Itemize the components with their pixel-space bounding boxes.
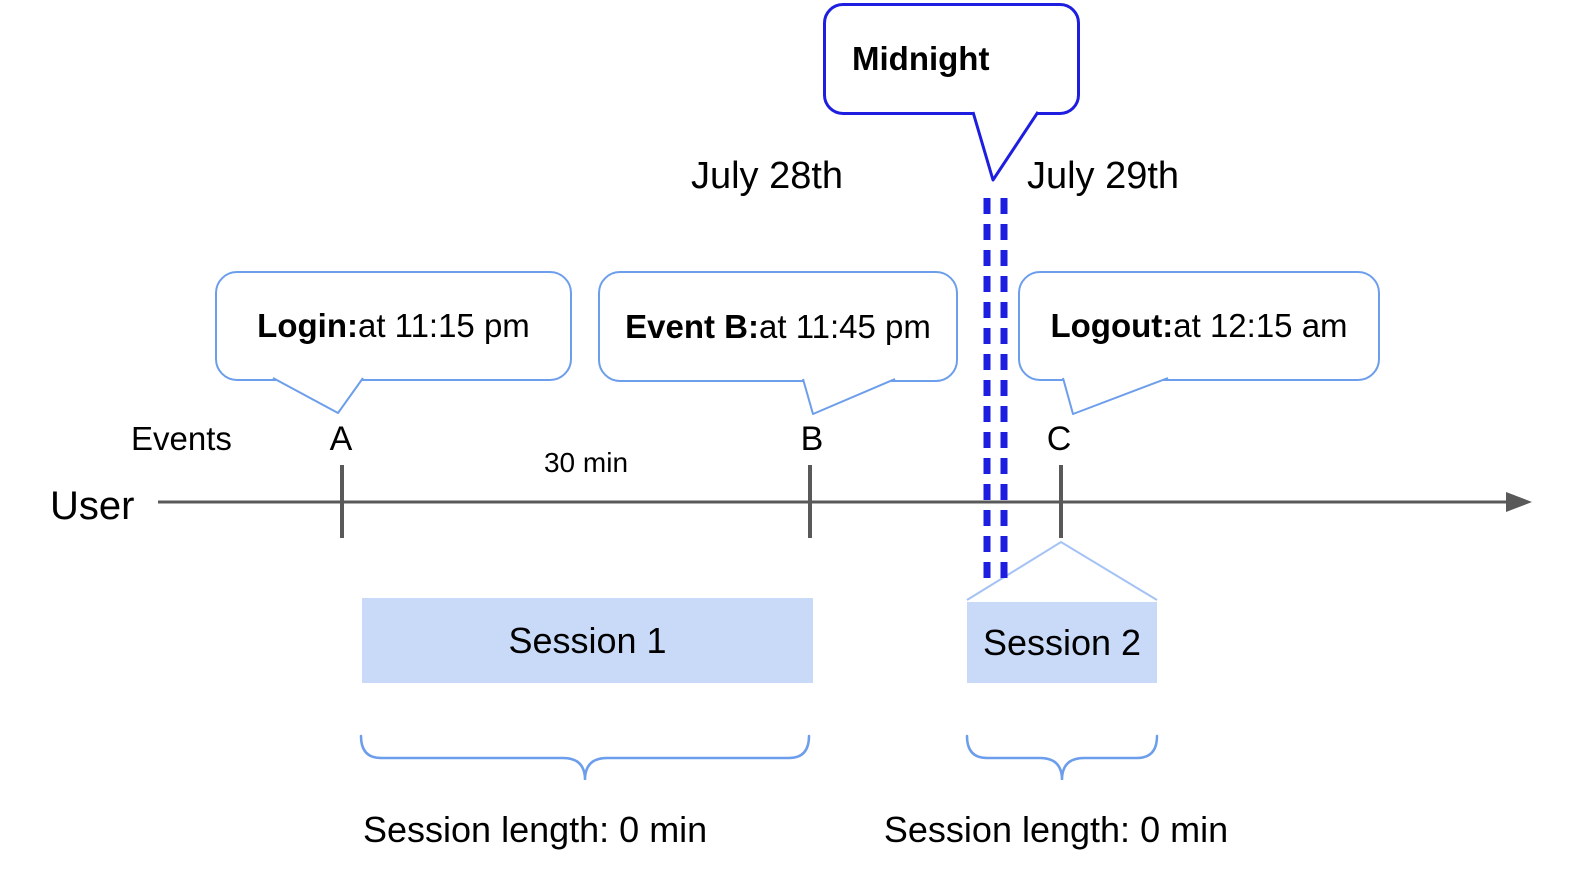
session-2-label: Session 2 — [982, 621, 1142, 663]
logout-callout-tail — [1062, 377, 1169, 415]
midnight-callout-text: Midnight — [852, 40, 990, 77]
session-2-box: Session 2 — [967, 602, 1157, 683]
session-1-length-label: Session length: 0 min — [363, 809, 708, 850]
login-callout-text: at 11:15 pm — [357, 307, 530, 344]
logout-callout-label: Logout: — [1050, 307, 1174, 344]
interval-30min-label: 30 min — [543, 447, 629, 478]
login-callout-tail — [272, 377, 364, 414]
events-row-label: Events — [131, 420, 232, 457]
session-1-brace — [359, 734, 811, 781]
event-label-a: A — [329, 420, 353, 458]
session-1-box: Session 1 — [362, 598, 813, 683]
logout-callout-bubble: Logout: at 12:15 am — [1018, 271, 1380, 381]
event-b-callout-text: at 11:45 pm — [759, 307, 931, 345]
session-2-length-label: Session length: 0 min — [883, 809, 1229, 850]
logout-callout-text: at 12:15 am — [1173, 307, 1348, 344]
login-callout-label: Login: — [257, 307, 358, 344]
timeline-arrowhead-icon — [1506, 492, 1532, 512]
event-b-callout-bubble: Event B: at 11:45 pm — [598, 271, 958, 382]
session-2-brace — [965, 734, 1159, 781]
date-label-july-28: July 28th — [690, 155, 844, 197]
event-label-b: B — [800, 420, 824, 458]
event-label-c: C — [1046, 420, 1072, 458]
midnight-callout-bubble: Midnight — [823, 3, 1080, 115]
event-b-callout-tail — [802, 378, 896, 415]
event-b-callout-label: Event B: — [625, 307, 759, 345]
login-callout-bubble: Login: at 11:15 pm — [215, 271, 572, 381]
session-1-label: Session 1 — [508, 619, 667, 661]
user-row-label: User — [50, 484, 135, 528]
session-2-roof-line — [966, 540, 1158, 601]
date-label-july-29: July 29th — [1026, 155, 1180, 197]
